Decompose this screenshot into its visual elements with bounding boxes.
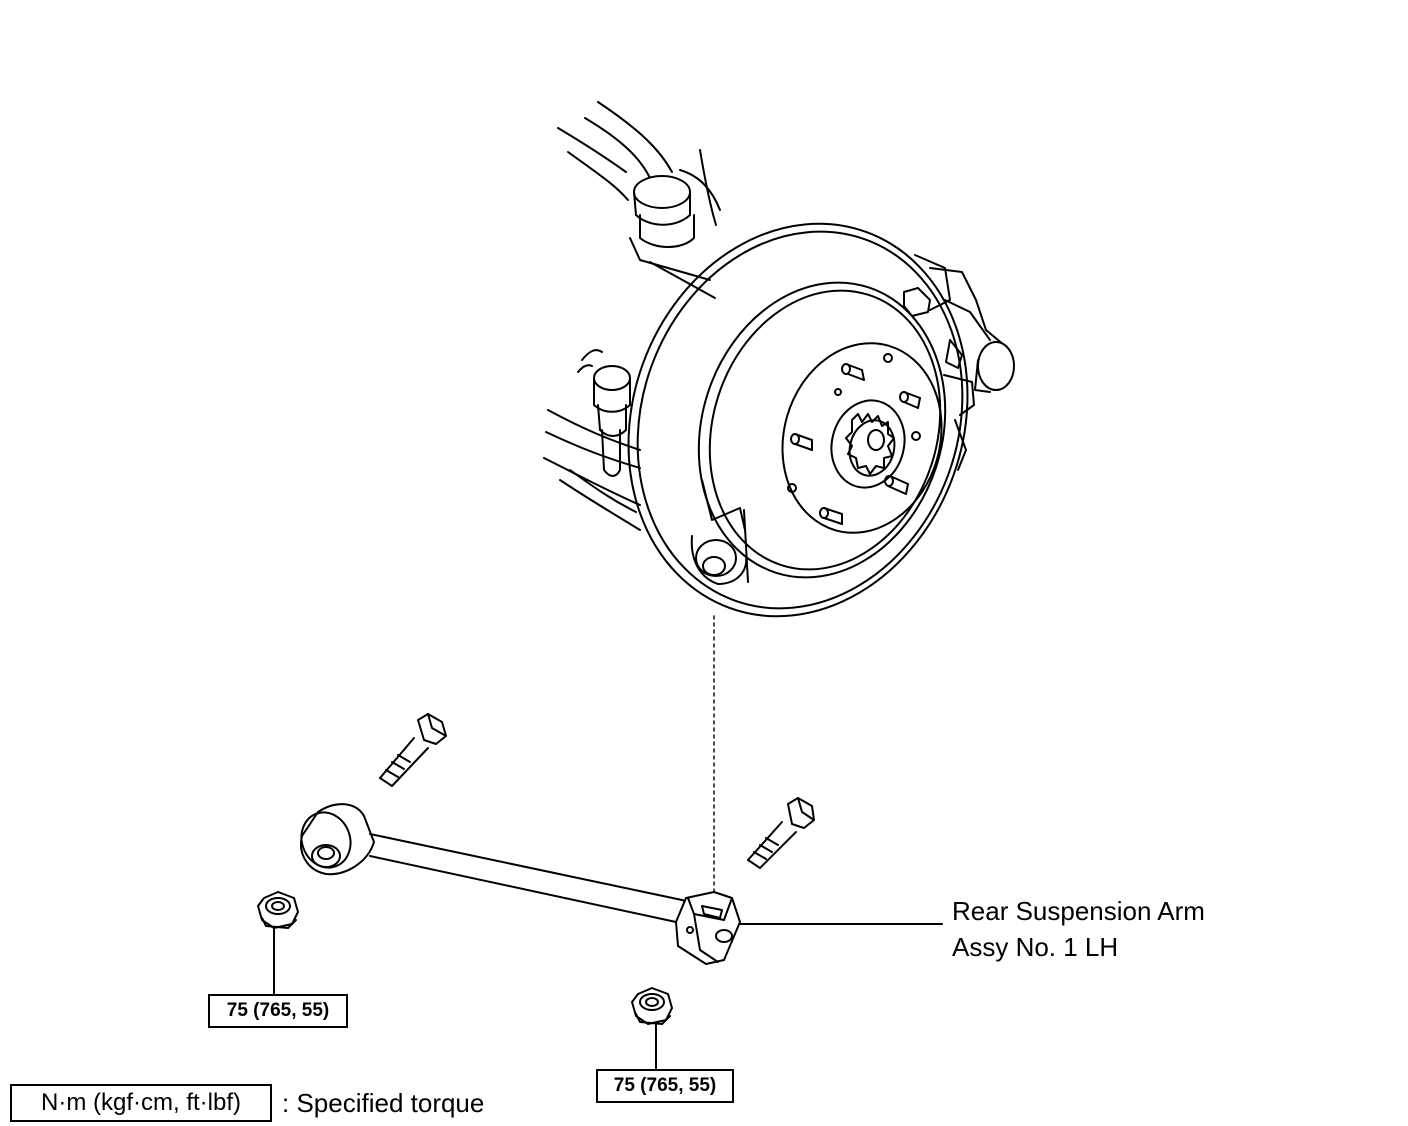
bolt-icon bbox=[747, 797, 815, 869]
knuckle-mount-icon bbox=[690, 479, 749, 585]
bolt-icon bbox=[379, 713, 447, 787]
wheel-stud-icon bbox=[790, 363, 921, 525]
flange-nut-icon bbox=[257, 891, 299, 929]
legend-text: : Specified torque bbox=[282, 1088, 485, 1118]
brake-disc-assembly-icon bbox=[627, 222, 1015, 618]
upper-control-arm-icon bbox=[557, 101, 721, 299]
suspension-arm-icon bbox=[300, 803, 741, 965]
brake-caliper-icon bbox=[903, 254, 1015, 471]
flange-nut-icon bbox=[631, 987, 673, 1025]
torque-spec-left: 75 (765, 55) bbox=[208, 994, 348, 1028]
part-label-line2: Assy No. 1 LH bbox=[952, 932, 1119, 962]
torque-spec-right: 75 (765, 55) bbox=[596, 1069, 734, 1103]
part-label: Rear Suspension Arm Assy No. 1 LH bbox=[952, 893, 1205, 965]
lower-arm-background-icon bbox=[543, 349, 641, 531]
part-label-line1: Rear Suspension Arm bbox=[952, 896, 1205, 926]
legend-units-box: N·m (kgf·cm, ft·lbf) bbox=[10, 1084, 272, 1122]
